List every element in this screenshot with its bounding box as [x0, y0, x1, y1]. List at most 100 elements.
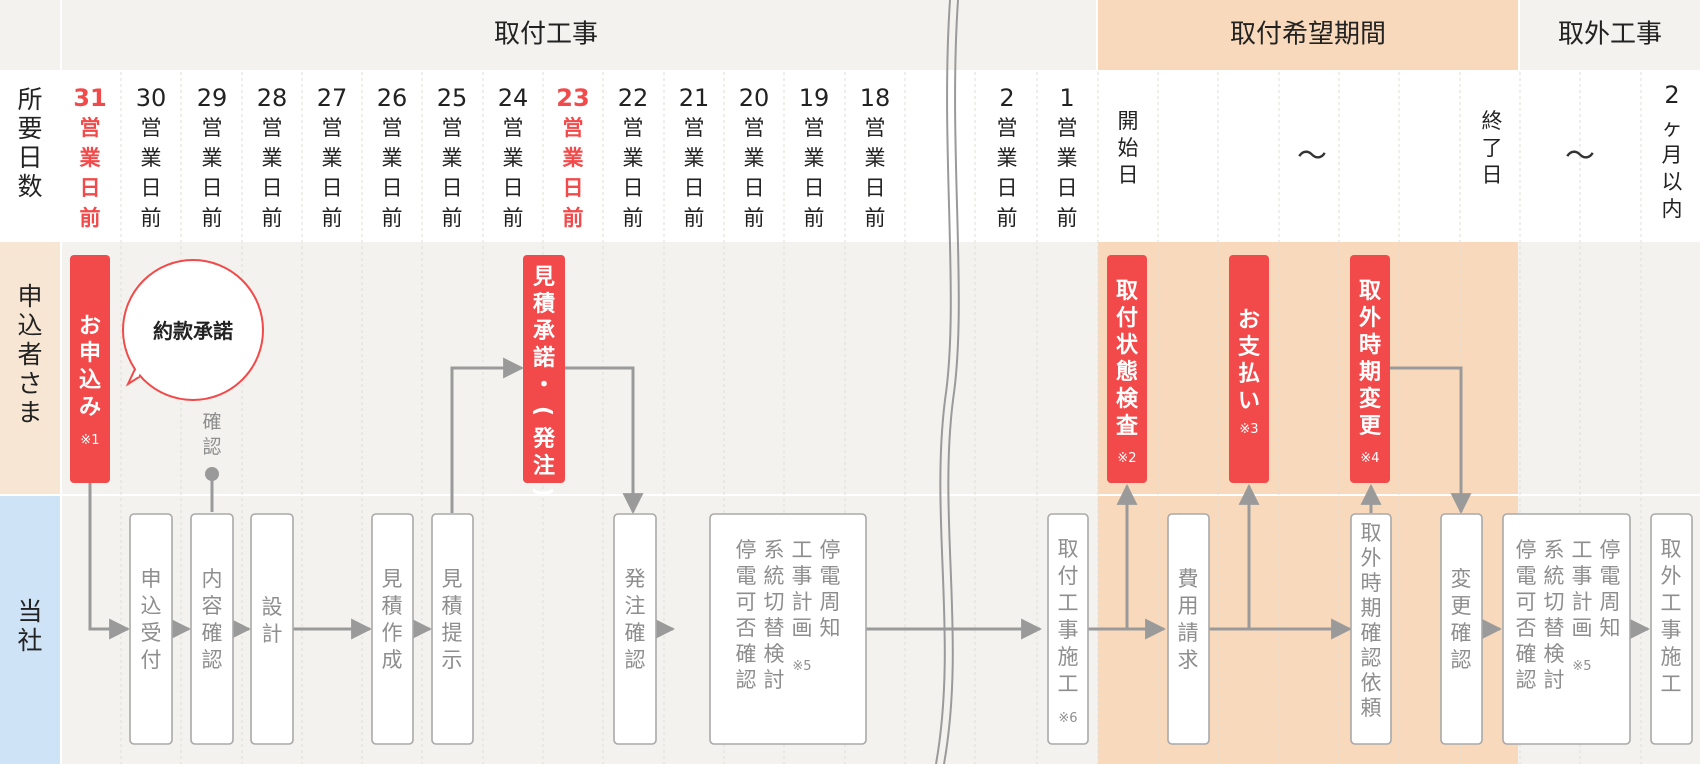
order-check-box: [613, 513, 657, 745]
vertical-char: 日: [202, 176, 223, 200]
vertical-char: 知: [1600, 616, 1621, 640]
install-work-box: [1047, 513, 1089, 745]
vertical-char: 否: [1516, 616, 1537, 640]
timeline-break-line-1: [935, 0, 952, 764]
day-number: 24: [498, 84, 529, 112]
vertical-char: 付: [1116, 306, 1138, 331]
vertical-char: 開: [1118, 109, 1139, 133]
vertical-char: 者: [17, 340, 42, 369]
vertical-char: 申: [17, 282, 42, 311]
phase-install-title: 取付工事: [494, 20, 598, 50]
vertical-char: 切: [1544, 590, 1565, 614]
vertical-char: 査: [1116, 414, 1139, 439]
vertical-char: 変: [1359, 386, 1381, 412]
vertical-char: 外: [1359, 305, 1381, 331]
day-number: 27: [317, 84, 348, 112]
vertical-char: 付: [1058, 564, 1079, 588]
vertical-char: 電: [1600, 564, 1621, 588]
bubble-circle: [122, 259, 264, 401]
vertical-char: 可: [1516, 590, 1537, 614]
vertical-char: 計: [1572, 590, 1593, 614]
vertical-char: 業: [744, 146, 765, 170]
vertical-char: 日: [744, 176, 765, 200]
change-note: ※4: [1360, 451, 1379, 466]
vertical-char: 営: [322, 116, 343, 140]
vertical-char: 認: [202, 648, 223, 672]
vertical-char: 確: [1361, 621, 1382, 645]
vertical-char: 申: [79, 341, 101, 366]
vertical-char: 前: [382, 206, 403, 230]
vertical-char: 前: [563, 206, 584, 230]
vertical-char: 日: [997, 176, 1018, 200]
inspection-box: [1107, 255, 1147, 483]
vertical-char: 頼: [1361, 696, 1382, 720]
period-tilde-2: 〜: [1565, 139, 1595, 174]
vertical-char: 工: [792, 538, 813, 562]
connectors: [88, 357, 1651, 640]
vertical-char: 日: [17, 143, 42, 172]
vertical-char: 用: [1178, 594, 1199, 618]
vertical-char: 事: [1661, 618, 1682, 642]
vertical-char: 発: [625, 567, 646, 591]
vertical-char: 停: [820, 538, 841, 562]
vertical-char: 工: [1572, 538, 1593, 562]
vertical-char: 取: [1058, 537, 1079, 561]
day-number: 19: [799, 84, 830, 112]
vertical-char: 営: [382, 116, 403, 140]
vertical-char: 見: [533, 265, 555, 290]
vertical-char: 営: [442, 116, 463, 140]
vertical-char: 前: [503, 206, 524, 230]
vertical-char: 確: [1451, 621, 1472, 645]
vertical-char: 態: [1116, 359, 1138, 385]
vertical-char: 業: [997, 146, 1018, 170]
vertical-char: 数: [17, 172, 42, 201]
vertical-char: 発: [532, 427, 556, 452]
vertical-char: 依: [1361, 671, 1382, 695]
day-number: 31: [73, 84, 106, 112]
vertical-char: 事: [1572, 564, 1593, 588]
vertical-char: 注: [625, 594, 646, 618]
vertical-char: お: [79, 314, 101, 339]
vertical-char: 業: [804, 146, 825, 170]
vertical-char: 営: [1057, 116, 1078, 140]
day-number: 28: [257, 84, 288, 112]
day-columns: 31営業日前30営業日前29営業日前28営業日前27営業日前26営業日前25営業…: [73, 84, 1077, 230]
vertical-char: 受: [141, 621, 162, 645]
phase-removal-bg: [1520, 0, 1700, 70]
period-tilde: 〜: [1297, 139, 1327, 174]
day-number: 29: [197, 84, 228, 112]
company-steps: [129, 513, 1693, 745]
vertical-char: 営: [997, 116, 1018, 140]
row-company-bg: [0, 496, 60, 764]
vertical-char: 前: [322, 206, 343, 230]
corner-cell: [0, 0, 60, 70]
vertical-char: 期: [1359, 360, 1381, 385]
vertical-char: 付: [141, 648, 162, 672]
removal-req-box: [1350, 513, 1392, 745]
change-check-box: [1440, 513, 1483, 745]
vertical-char: 工: [1058, 672, 1079, 696]
vertical-char: 当: [17, 597, 42, 626]
vertical-char: 替: [1544, 616, 1565, 640]
arrow-estok-to-ordercheck: [565, 366, 644, 515]
vertical-char: 状: [1116, 333, 1139, 358]
vertical-char: 積: [442, 594, 463, 618]
day-number: 18: [860, 84, 891, 112]
row-divider: [62, 494, 1700, 496]
vertical-char: 確: [1516, 642, 1537, 666]
vertical-char: 前: [865, 206, 886, 230]
vertical-char: 内: [1662, 197, 1683, 221]
